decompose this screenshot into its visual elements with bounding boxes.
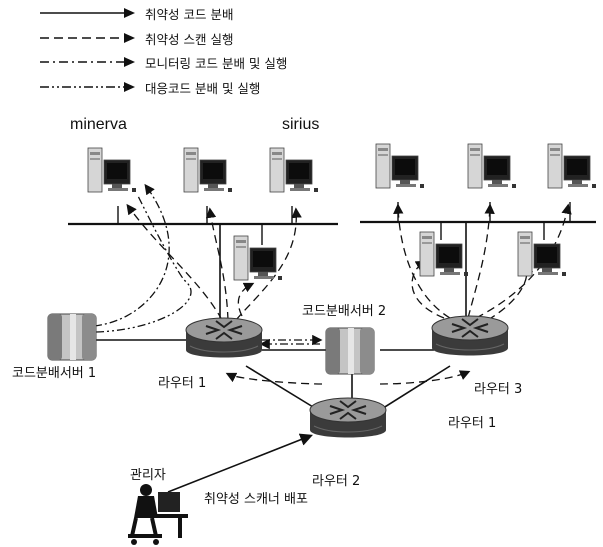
label-router-1: 라우터 1 — [158, 372, 206, 391]
router-1-icon — [186, 318, 262, 358]
label-scanner-deploy: 취약성 스캐너 배포 — [204, 488, 308, 507]
router-2-icon — [310, 398, 386, 438]
host-pc — [234, 236, 282, 280]
router-3-icon — [432, 316, 508, 356]
label-code-server-1: 코드분배서버 1 — [12, 362, 96, 381]
host-label-minerva: minerva — [70, 116, 127, 134]
host-pc — [468, 144, 516, 188]
label-router-2: 라우터 2 — [312, 470, 360, 489]
host-pc — [518, 232, 566, 276]
host-label-sirius: sirius — [282, 116, 319, 134]
host-pc — [376, 144, 424, 188]
host-pc — [420, 232, 468, 276]
code-server-2-icon — [326, 328, 374, 374]
label-code-server-2: 코드분배서버 2 — [302, 300, 386, 319]
admin-person-icon — [128, 484, 188, 545]
label-router-1-right: 라우터 1 — [448, 412, 496, 431]
label-admin: 관리자 — [130, 464, 166, 483]
host-pc — [184, 148, 232, 192]
label-router-3: 라우터 3 — [474, 378, 522, 397]
host-sirius — [270, 148, 318, 192]
host-pc — [548, 144, 596, 188]
host-minerva — [88, 148, 136, 192]
code-server-1-icon — [48, 314, 96, 360]
